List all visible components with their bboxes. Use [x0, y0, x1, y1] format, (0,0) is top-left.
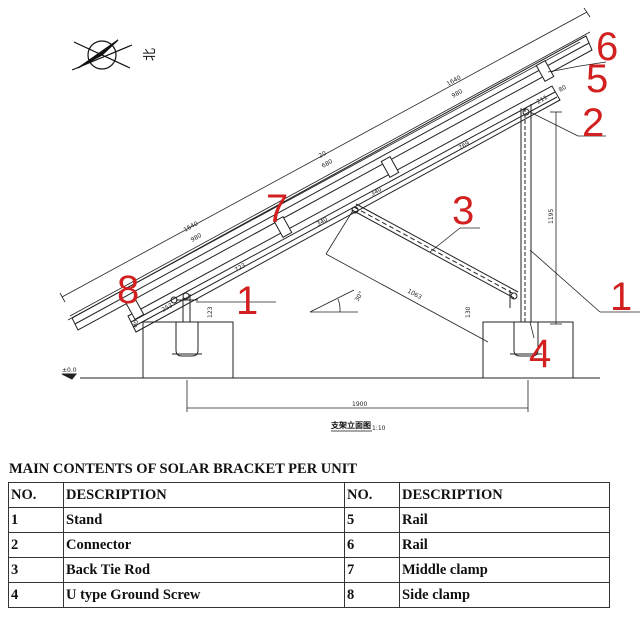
- cell-no: 7: [344, 557, 400, 583]
- cell-description: U type Ground Screw: [63, 582, 345, 608]
- dim-lower-980: 980: [190, 232, 204, 244]
- cell-no: 5: [344, 507, 400, 533]
- dim-front-253: 253: [161, 302, 175, 314]
- ground-line: [61, 373, 600, 380]
- cell-description: Connector: [63, 532, 345, 558]
- dim-post-1195: 1195: [548, 209, 555, 224]
- front-stand: [170, 292, 198, 322]
- cell-no: 6: [344, 532, 400, 558]
- cell-no: 8: [344, 582, 400, 608]
- rail-beam: [127, 85, 561, 333]
- cell-no: 4: [8, 582, 64, 608]
- callout-numbers: 1 2 3 1 4 5 6 7 8: [117, 25, 632, 376]
- slope-dimension-labels: 1640 980 20 680 769 340 340 1640 980 723…: [131, 74, 568, 329]
- post-height-dimension: [550, 111, 562, 325]
- callout-5: 5: [586, 57, 608, 101]
- table-header-row: NO. DESCRIPTION NO. DESCRIPTION: [8, 482, 610, 508]
- header-description-right: DESCRIPTION: [399, 482, 610, 508]
- callout-8: 8: [117, 268, 139, 312]
- header-description-left: DESCRIPTION: [63, 482, 345, 508]
- north-arrow-icon: [71, 39, 133, 71]
- callout-6: 6: [596, 25, 618, 69]
- table-title: MAIN CONTENTS OF SOLAR BRACKET PER UNIT: [9, 461, 358, 477]
- dim-rail-723: 723: [234, 262, 248, 274]
- caption-scale: 1:10: [372, 425, 386, 432]
- solar-bracket-elevation-drawing: 北: [59, 7, 640, 432]
- drawing-caption: 支架立面图 1:10: [330, 420, 386, 432]
- base-dimension-label: 1900: [352, 401, 367, 408]
- table-row: 4 U type Ground Screw 8 Side clamp: [8, 582, 610, 608]
- dim-top-len: 1640: [446, 74, 463, 88]
- back-tie-rod: [351, 203, 519, 299]
- front-footing: [142, 321, 234, 379]
- dim-mid-340a: 340: [370, 186, 384, 198]
- callout-1-front: 1: [236, 279, 258, 323]
- callout-1-rear: 1: [610, 275, 632, 319]
- cell-description: Back Tie Rod: [63, 557, 345, 583]
- table-row: 2 Connector 6 Rail: [8, 532, 610, 558]
- caption-title: 支架立面图: [330, 420, 371, 430]
- cell-no: 1: [8, 507, 64, 533]
- dim-mid-769: 769: [458, 140, 472, 152]
- header-no-left: NO.: [8, 482, 64, 508]
- dim-mid-680: 680: [321, 158, 335, 170]
- clamps: [125, 60, 555, 320]
- callout-4: 4: [529, 332, 551, 376]
- base-dimension: [186, 380, 529, 412]
- cell-description: Middle clamp: [399, 557, 610, 583]
- rear-footing: [482, 321, 574, 379]
- callout-leaders: [196, 61, 640, 339]
- dim-rail-80: 80: [558, 84, 568, 94]
- callout-2: 2: [582, 101, 604, 145]
- dim-front-80: 80: [131, 319, 140, 329]
- dim-post-130: 130: [465, 306, 472, 318]
- dim-front-123: 123: [207, 306, 214, 318]
- north-label: 北: [143, 48, 158, 61]
- dim-rail-211: 211: [536, 94, 550, 106]
- dim-lower-1640: 1640: [183, 220, 200, 234]
- angle-marker: [309, 289, 358, 313]
- dim-mid-340b: 340: [316, 216, 330, 228]
- ground-level-label: ±0.0: [62, 367, 77, 374]
- cell-description: Stand: [63, 507, 345, 533]
- cell-no: 2: [8, 532, 64, 558]
- brace-dimension: [325, 211, 489, 343]
- cell-no: 3: [8, 557, 64, 583]
- table-row: 3 Back Tie Rod 7 Middle clamp: [8, 557, 610, 583]
- cell-description: Rail: [399, 532, 610, 558]
- header-no-right: NO.: [344, 482, 400, 508]
- dim-angle: 30°: [354, 290, 365, 303]
- panel-outline: [71, 35, 593, 331]
- callout-7: 7: [266, 187, 288, 231]
- cell-description: Rail: [399, 507, 610, 533]
- table-row: 1 Stand 5 Rail: [8, 507, 610, 533]
- callout-3: 3: [452, 189, 474, 233]
- cell-description: Side clamp: [399, 582, 610, 608]
- dim-top-half: 980: [451, 88, 465, 100]
- dim-mid-20: 20: [318, 150, 328, 160]
- parts-table: NO. DESCRIPTION NO. DESCRIPTION 1 Stand …: [8, 482, 610, 608]
